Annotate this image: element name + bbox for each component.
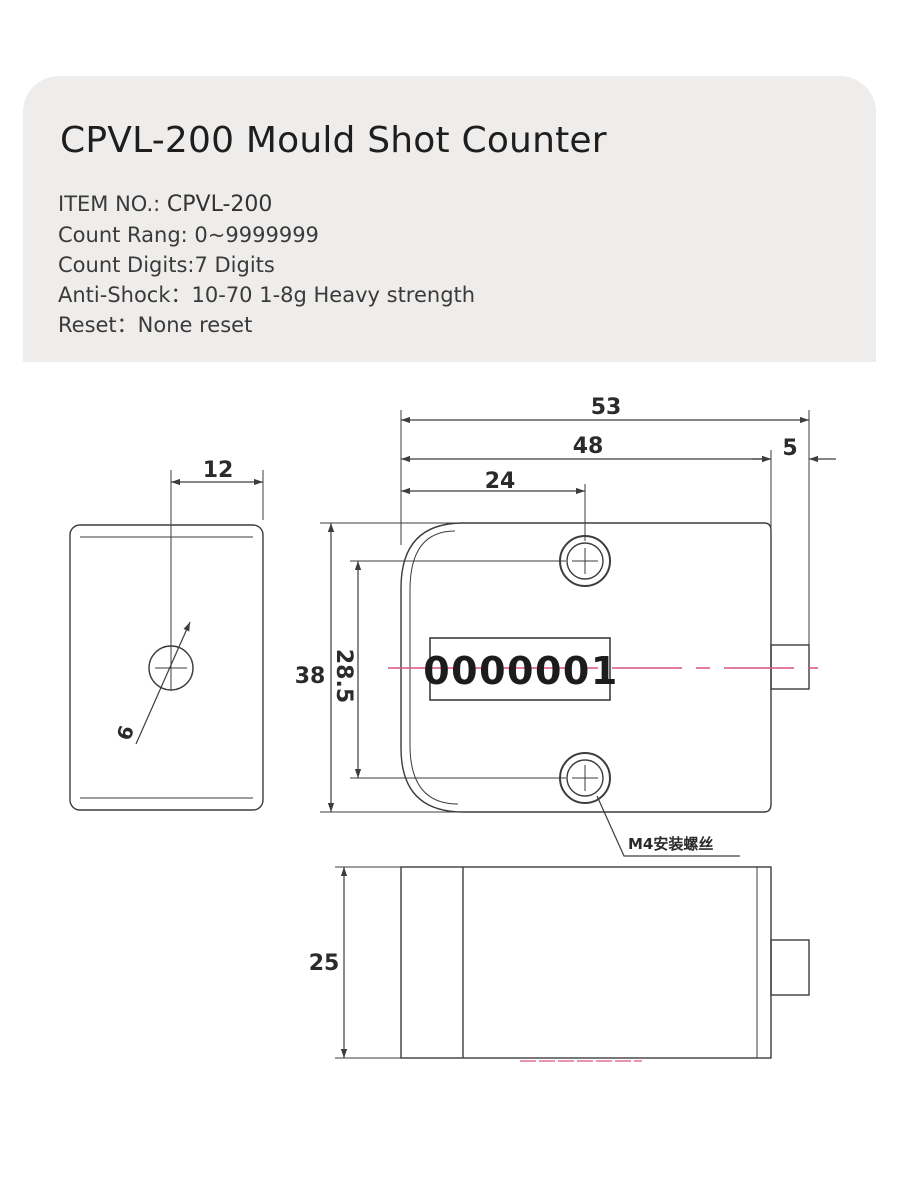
- dim-48-label: 48: [573, 434, 604, 459]
- front-view: [320, 410, 836, 857]
- dim-6-leader: [135, 621, 191, 745]
- spec-item-value: CPVL-200: [166, 192, 273, 217]
- counter-display: 0000001: [423, 649, 619, 693]
- spec-list: ITEM NO.: CPVL-200 Count Rang: 0~9999999…: [58, 189, 475, 340]
- spec-item-label: ITEM NO.:: [58, 192, 167, 216]
- screw-note: M4安装螺丝: [628, 835, 713, 853]
- spec-count-digits: Count Digits:7 Digits: [58, 253, 275, 277]
- dim-12-label: 12: [203, 458, 234, 483]
- spec-count-range: Count Rang: 0~9999999: [58, 223, 319, 247]
- spec-anti-shock: Anti-Shock：10-70 1-8g Heavy strength: [58, 283, 476, 307]
- side-view-body: [69, 524, 264, 811]
- dim-24-label: 24: [485, 469, 516, 494]
- dim-38-label: 38: [295, 664, 326, 689]
- dim-25-label: 25: [309, 951, 340, 976]
- dim-285-label: 28.5: [331, 649, 356, 703]
- dim-5-label: 5: [782, 436, 797, 461]
- spec-item-number: ITEM NO.: CPVL-200: [58, 189, 475, 220]
- counter-window: [429, 637, 611, 701]
- bottom-view: [335, 866, 810, 1059]
- dim-53-label: 53: [591, 395, 622, 420]
- bottom-view-body: [400, 866, 772, 1059]
- page-title: CPVL-200 Mould Shot Counter: [60, 120, 607, 161]
- spec-reset: Reset：None reset: [58, 313, 253, 337]
- front-shaft: [770, 644, 810, 690]
- bottom-shaft: [770, 939, 810, 996]
- screw-leader: [596, 795, 740, 857]
- mount-hole-bottom-inner: [566, 759, 604, 797]
- dim-6-label: 6: [112, 723, 139, 744]
- mount-hole-top-inner: [566, 542, 604, 580]
- side-view: [69, 470, 264, 811]
- spec-panel: CPVL-200 Mould Shot Counter ITEM NO.: CP…: [23, 76, 876, 362]
